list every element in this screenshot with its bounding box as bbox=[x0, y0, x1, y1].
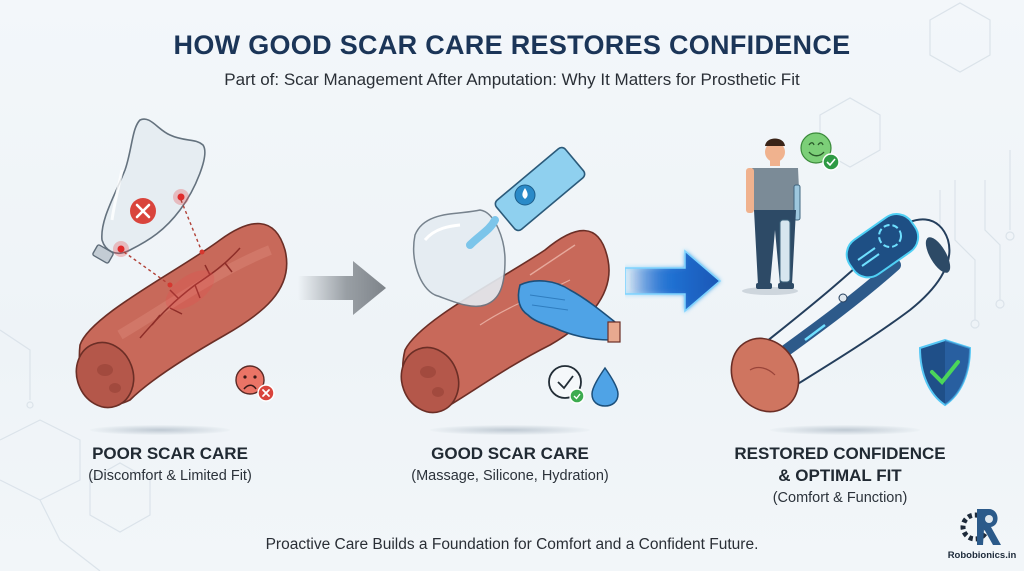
blue-glow-arrow-icon bbox=[625, 249, 722, 313]
panel-title-line2: & OPTIMAL FIT bbox=[778, 466, 902, 485]
healthy-limb-icon bbox=[400, 229, 610, 414]
poor-scar-care-illustration bbox=[75, 118, 288, 409]
person-with-prosthetics-icon bbox=[742, 138, 801, 295]
water-drop-icon bbox=[591, 366, 619, 407]
residual-limb-end-icon bbox=[730, 337, 800, 413]
ill-fitting-socket-icon bbox=[92, 118, 206, 264]
panel-title: POOR SCAR CARE bbox=[92, 444, 248, 463]
gloved-hand-icon bbox=[517, 280, 621, 343]
ointment-tube-icon bbox=[466, 146, 586, 249]
panel-shadow bbox=[90, 425, 230, 435]
page-title: HOW GOOD SCAR CARE RESTORES CONFIDENCE bbox=[173, 30, 851, 60]
scarred-limb-icon bbox=[75, 222, 288, 409]
x-mark-icon bbox=[130, 198, 156, 224]
restored-confidence-illustration bbox=[730, 132, 972, 413]
sad-face-icon bbox=[235, 365, 275, 402]
good-scar-care-illustration bbox=[400, 146, 621, 414]
panel-label-poor: POOR SCAR CARE (Discomfort & Limited Fit… bbox=[40, 443, 300, 487]
clock-check-icon bbox=[548, 365, 585, 404]
panel-shadow bbox=[770, 425, 920, 435]
page-subtitle: Part of: Scar Management After Amputatio… bbox=[224, 70, 800, 89]
panel-title-line1: RESTORED CONFIDENCE bbox=[734, 444, 946, 463]
panel-label-good: GOOD SCAR CARE (Massage, Silicone, Hydra… bbox=[370, 443, 650, 487]
shield-check-icon bbox=[918, 338, 972, 407]
brand-name: Robobionics.in bbox=[947, 550, 1017, 561]
happy-face-check-icon bbox=[800, 132, 840, 171]
gray-arrow-icon bbox=[298, 261, 386, 315]
panel-subtitle: (Comfort & Function) bbox=[772, 490, 908, 506]
panel-subtitle: (Massage, Silicone, Hydration) bbox=[411, 468, 609, 484]
panel-shadow bbox=[430, 425, 590, 435]
panel-subtitle: (Discomfort & Limited Fit) bbox=[88, 468, 252, 484]
brand-logo: Robobionics.in bbox=[940, 505, 1024, 561]
panel-label-restored: RESTORED CONFIDENCE & OPTIMAL FIT (Comfo… bbox=[700, 443, 980, 509]
footer-tagline: Proactive Care Builds a Foundation for C… bbox=[265, 536, 759, 553]
panel-title: GOOD SCAR CARE bbox=[431, 444, 589, 463]
robobionics-logo-icon bbox=[960, 509, 1001, 545]
